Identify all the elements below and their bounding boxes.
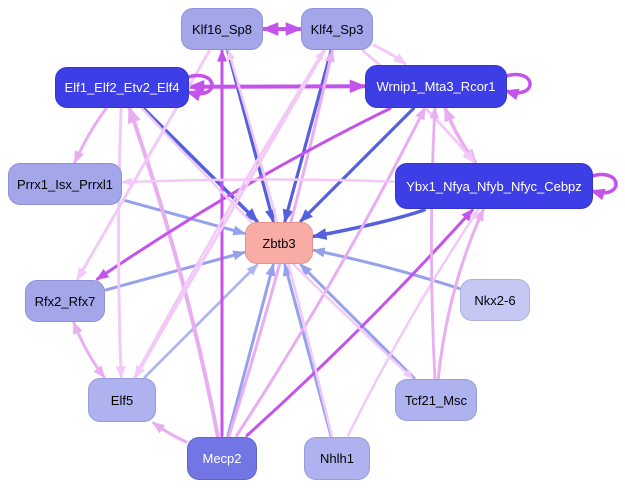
edge-Elf1_Elf2_Etv2_Elf4-to-Wrnip1_Mta3_Rcor1 [187, 79, 367, 94]
edge-Klf4_Sp3-to-Elf5 [133, 49, 326, 379]
node-label: Ybx1_Nfya_Nfyb_Nfyc_Cebpz [406, 178, 582, 194]
edge-Elf1_Elf2_Etv2_Elf4-to-Zbtb3 [141, 106, 259, 223]
edge-Rfx2_Rfx7-to-Zbtb3 [104, 250, 246, 292]
edge-Klf16_Sp8-to-Rfx2_Rfx7 [76, 49, 211, 281]
node-Mecp2[interactable]: Mecp2 [187, 436, 257, 480]
edge-Elf5-to-Zbtb3 [143, 263, 259, 379]
node-label: Tcf21_Msc [404, 392, 468, 408]
node-Prrx1_Isx_Prrxl1[interactable]: Prrx1_Isx_Prrxl1 [8, 163, 122, 205]
edge-Mecp2-to-Zbtb3 [226, 263, 276, 437]
node-label: Elf1_Elf2_Etv2_Elf4 [64, 79, 180, 95]
node-label: Elf5 [110, 392, 134, 408]
node-Elf1_Elf2_Etv2_Elf4[interactable]: Elf1_Elf2_Etv2_Elf4 [55, 66, 189, 108]
node-Elf5[interactable]: Elf5 [88, 378, 156, 422]
edge-Elf1_Elf2_Etv2_Elf4-to-Elf5 [115, 107, 126, 379]
node-label: Mecp2 [202, 450, 242, 466]
edge-Klf16_Sp8-to-Zbtb3 [226, 49, 276, 223]
node-Ybx1_Nfya_Nfyb_Nfyc_Cebpz[interactable]: Ybx1_Nfya_Nfyb_Nfyc_Cebpz [395, 163, 593, 209]
self-loop-Ybx1_Nfya_Nfyb_Nfyc_Cebpz [587, 172, 618, 201]
node-Klf16_Sp8[interactable]: Klf16_Sp8 [181, 8, 263, 50]
edge-Nhlh1-to-Ybx1_Nfya_Nfyb_Nfyc_Cebpz [346, 208, 480, 437]
node-Wrnip1_Mta3_Rcor1[interactable]: Wrnip1_Mta3_Rcor1 [365, 64, 507, 108]
node-Rfx2_Rfx7[interactable]: Rfx2_Rfx7 [25, 280, 105, 322]
node-Nhlh1[interactable]: Nhlh1 [304, 436, 370, 480]
self-loop-Elf1_Elf2_Etv2_Elf4 [183, 73, 214, 102]
edge-Klf4_Sp3-to-Wrnip1_Mta3_Rcor1 [372, 43, 407, 65]
node-Nkx2-6[interactable]: Nkx2-6 [460, 279, 530, 321]
edge-Elf1_Elf2_Etv2_Elf4-to-Prrx1_Isx_Prrxl1 [73, 107, 108, 164]
node-label: Klf16_Sp8 [192, 21, 252, 37]
edge-Elf5-to-Klf4_Sp3 [133, 49, 325, 379]
node-label: Nhlh1 [320, 450, 354, 466]
edge-Klf4_Sp3-to-Zbtb3 [282, 49, 333, 223]
edge-Mecp2-to-Elf1_Elf2_Etv2_Elf4 [127, 106, 220, 438]
edge-Mecp2-to-Elf5 [152, 421, 188, 444]
edge-Prrx1_Isx_Prrxl1-to-Zbtb3 [121, 198, 246, 236]
node-label: Klf4_Sp3 [310, 21, 364, 37]
edge-Wrnip1_Mta3_Rcor1-to-Rfx2_Rfx7 [95, 107, 392, 281]
edge-Wrnip1_Mta3_Rcor1-to-Zbtb3 [299, 106, 416, 223]
node-label: Wrnip1_Mta3_Rcor1 [376, 78, 496, 94]
node-label: Rfx2_Rfx7 [34, 293, 96, 309]
node-label: Zbtb3 [262, 235, 296, 251]
edge-Tcf21_Msc-to-Ybx1_Nfya_Nfyb_Nfyc_Cebpz [436, 208, 485, 380]
edge-Mecp2-to-Ybx1_Nfya_Nfyb_Nfyc_Cebpz [245, 208, 474, 437]
edge-Rfx2_Rfx7-to-Elf5 [72, 321, 106, 379]
edge-Ybx1_Nfya_Nfyb_Nfyc_Cebpz-to-Prrx1_Isx_Prrxl1 [121, 177, 396, 187]
edge-Tcf21_Msc-to-Wrnip1_Mta3_Rcor1 [429, 106, 440, 380]
node-Tcf21_Msc[interactable]: Tcf21_Msc [395, 379, 477, 421]
node-label: Nkx2-6 [474, 292, 516, 308]
edge-Mecp2-to-Wrnip1_Mta3_Rcor1 [235, 106, 427, 437]
node-label: Prrx1_Isx_Prrxl1 [16, 176, 114, 192]
self-loop-Wrnip1_Mta3_Rcor1 [501, 72, 532, 101]
node-Klf4_Sp3[interactable]: Klf4_Sp3 [301, 8, 373, 50]
edge-Nkx2-6-to-Zbtb3 [312, 247, 461, 290]
edge-Ybx1_Nfya_Nfyb_Nfyc_Cebpz-to-Zbtb3 [311, 208, 426, 240]
node-Zbtb3[interactable]: Zbtb3 [245, 222, 313, 264]
edge-Tcf21_Msc-to-Zbtb3 [299, 263, 416, 380]
